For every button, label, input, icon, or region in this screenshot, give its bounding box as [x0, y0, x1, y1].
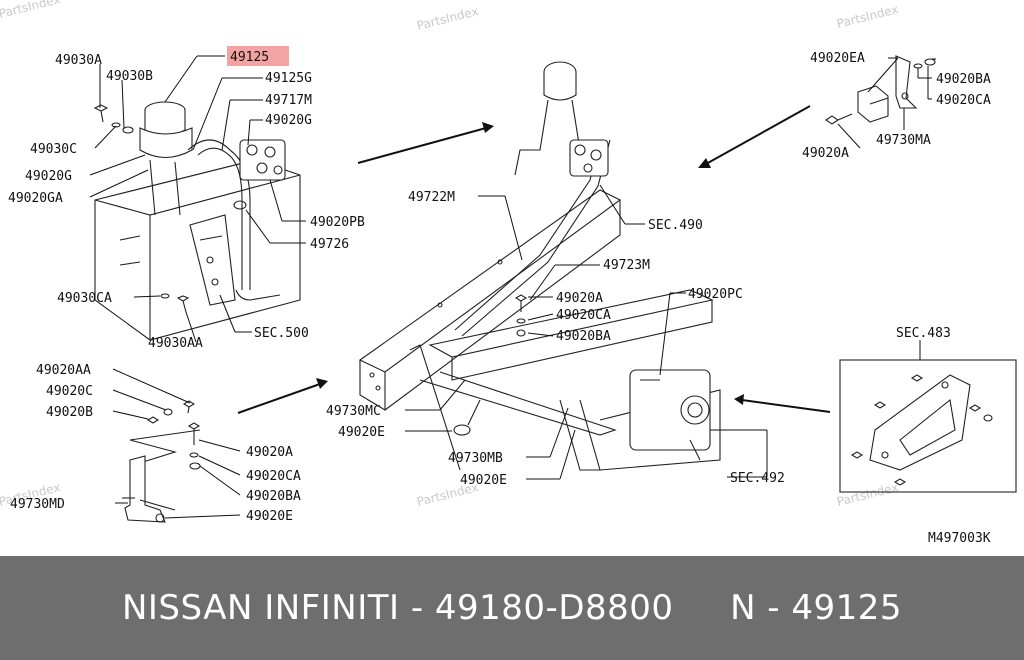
leader-lines-top-left [89, 55, 306, 343]
part-label: 49020EA [810, 51, 865, 66]
part-label: 49020PC [688, 287, 743, 302]
direction-arrows [237, 105, 831, 414]
part-label: 49722M [408, 190, 455, 205]
part-label: 49730MB [448, 451, 503, 466]
watermark: PartsIndex [415, 4, 480, 33]
part-label: 49730MD [10, 497, 65, 512]
part-label-highlighted: 49125 [230, 50, 269, 65]
clamp-bracket-drawing [825, 55, 936, 125]
part-label: 49020CA [556, 308, 611, 323]
part-label: 49020B [46, 405, 93, 420]
part-label: 49020E [246, 509, 293, 524]
part-label: 49020E [338, 425, 385, 440]
part-label: 49125G [265, 71, 312, 86]
part-label: 49020E [460, 473, 507, 488]
part-label: 49020A [802, 146, 849, 161]
part-label: SEC.483 [896, 326, 951, 341]
part-label: 49020A [246, 445, 293, 460]
watermark: PartsIndex [0, 0, 62, 21]
part-number-banner: NISSAN INFINITI - 49180-D8800 N - 49125 [0, 556, 1024, 660]
watermark: PartsIndex [835, 480, 900, 509]
highlight-box [227, 46, 289, 66]
leader-lines-bottom-left [112, 368, 241, 519]
part-label: 49020C [46, 384, 93, 399]
part-label: 49030CA [57, 291, 112, 306]
diagram-canvas: PartsIndex PartsIndex PartsIndex PartsIn… [0, 0, 1017, 546]
part-label: 49030AA [148, 336, 203, 351]
part-label: 49717M [265, 93, 312, 108]
part-label: 49730MA [876, 133, 931, 148]
part-label: SEC.490 [648, 218, 703, 233]
leader-lines-top-right [837, 57, 936, 149]
part-label: 49020AA [36, 363, 91, 378]
part-label: 49020BA [556, 329, 611, 344]
part-label: 49020CA [246, 469, 301, 484]
part-label: 49020G [265, 113, 312, 128]
reservoir-assembly-drawing [93, 101, 301, 341]
watermark: PartsIndex [835, 2, 900, 31]
part-label: 49030A [55, 53, 102, 68]
part-label: 49030C [30, 142, 77, 157]
chassis-frame-drawing [358, 61, 721, 471]
part-label: 49020CA [936, 93, 991, 108]
part-label: 49723M [603, 258, 650, 273]
part-label: 49020G [25, 169, 72, 184]
part-label: 49020PB [310, 215, 365, 230]
part-label: SEC.500 [254, 326, 309, 341]
diagram-code: M497003K [928, 531, 991, 546]
part-label: 49030B [106, 69, 153, 84]
part-label: SEC.492 [730, 471, 785, 486]
exploded-parts-diagram: PartsIndex PartsIndex PartsIndex PartsIn… [0, 0, 1017, 546]
part-label: 49020BA [936, 72, 991, 87]
part-label: 49020GA [8, 191, 63, 206]
lower-bracket-drawing [122, 400, 201, 523]
part-label: 49730MC [326, 404, 381, 419]
part-number-title: NISSAN INFINITI - 49180-D8800 N - 49125 [121, 588, 903, 628]
part-label: 49020A [556, 291, 603, 306]
part-labels: 49030A 49030B 49125 49125G 49717M 49020G… [8, 50, 991, 546]
part-label: 49726 [310, 237, 349, 252]
sec-483-inset [839, 340, 1017, 493]
part-label: 49020BA [246, 489, 301, 504]
leader-lines-center [405, 184, 768, 480]
